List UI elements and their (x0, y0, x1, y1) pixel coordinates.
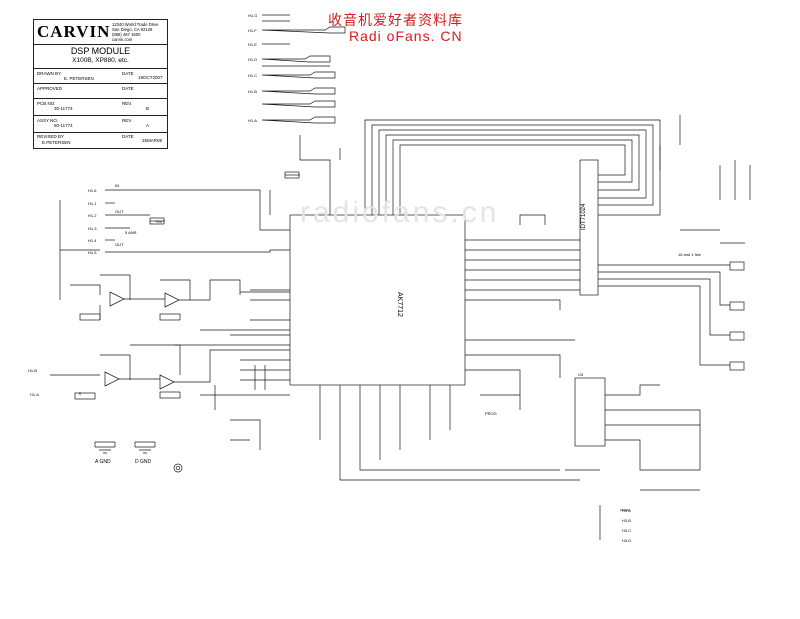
drawn-by-value: E. PETERSEN (64, 76, 94, 81)
drawing-title: DSP MODULE (70, 46, 131, 56)
header-label-6: H1.B (248, 89, 257, 94)
h1-2-label: H1.2 (88, 213, 97, 218)
data-bus-lines (465, 214, 580, 310)
in-label: IN (115, 183, 119, 188)
out-conn-b: H3.B (622, 518, 631, 523)
header-label-7: H1.A (248, 118, 257, 123)
out-conn-a: H3.A (622, 508, 631, 513)
assy-rev-value: A (146, 123, 150, 128)
dsp-ic-body (289, 214, 466, 386)
title-block: CARVIN 12340 World Trade Drive San Diego… (33, 19, 168, 149)
plus5v-label: +5V (155, 219, 163, 224)
header-label-4: H1.D (248, 57, 257, 62)
header-label-3: H1.E (248, 42, 257, 47)
agnd-label: A GND (95, 459, 111, 465)
out-conn-c: H3.C (622, 528, 631, 533)
sram-ic-label: IDT71024 (581, 203, 587, 230)
date-label: DATE (122, 86, 134, 91)
header-label-2: H1.F (248, 28, 257, 33)
address-line: carvin.com (112, 37, 133, 42)
bottom-bus-lines (319, 339, 580, 481)
dgnd-label: D GND (135, 459, 152, 465)
prog-label: PROG (485, 411, 497, 416)
watermark-chinese: 收音机爱好者资料库 (328, 12, 463, 28)
h1-5-label: H1.5 (88, 250, 97, 255)
h1-1-label: H1.1 (88, 201, 97, 206)
rev-label: REV. (122, 101, 133, 106)
five-v-label: 5 ANR (125, 230, 137, 235)
input-connector-lines (59, 189, 290, 300)
date-label: DATE (122, 134, 134, 139)
small-ic-label: U3 (578, 372, 584, 377)
ground-symbols (94, 441, 183, 473)
opamp-stage-1 (70, 274, 290, 331)
out-conn-d: H3.D (622, 538, 631, 543)
pcb-value: 30-11774 (54, 106, 73, 111)
h1-3-label: H1.3 (88, 226, 97, 231)
revised-date-value: 25MAR08 (142, 138, 163, 143)
bypass-caps (200, 289, 290, 450)
drawing-subtitle: X100B, XP880, etc. (72, 57, 129, 64)
assy-label: ASSY NO. (37, 118, 59, 123)
header-connector-lines (261, 14, 346, 215)
drawn-by-label: DRAWN BY (37, 71, 62, 76)
address-line: San Diego, CA 92128 (112, 27, 153, 32)
address-bus-lines (364, 119, 661, 216)
lower-right-network (565, 384, 701, 540)
faint-watermark: radiofans.cn (300, 196, 500, 229)
h1-6-label: H1.6 (88, 188, 97, 193)
note-label: 16 and 1 fixe (678, 252, 702, 257)
out-label-2: OUT (115, 242, 124, 247)
company-logo: CARVIN (37, 22, 111, 41)
approved-label: APPROVED (37, 86, 63, 91)
company-address: 12340 World Trade Drive San Diego, CA 92… (112, 22, 158, 42)
sram-ic-body (579, 159, 599, 296)
pcb-label: PCB NO. (37, 101, 56, 106)
header-label-5: H1.C (248, 73, 257, 78)
h1-4-label: H1.4 (88, 238, 97, 243)
out-label-1: OUT (115, 209, 124, 214)
right-connector-lines (598, 115, 751, 371)
pcb-rev-value: B (146, 106, 150, 111)
date-label: DATE (122, 71, 134, 76)
rev-label: REV. (122, 118, 133, 123)
date-value: 19OCT2007 (138, 75, 163, 80)
address-line: 12340 World Trade Drive (112, 22, 159, 27)
small-ic-body (574, 377, 606, 447)
opamp-stage-2 (50, 344, 290, 400)
watermark-latin: Radi oFans. CN (349, 28, 463, 44)
revised-by-value: E.PETERSEN (42, 140, 71, 145)
assy-value: 50-11774 (54, 123, 73, 128)
header-label-1: H1.G (248, 13, 257, 18)
revised-by-label: REVISED BY (37, 134, 65, 139)
hb-label: H1.B (28, 368, 37, 373)
address-line: (858) 487 1600 (112, 32, 141, 37)
ha-label: H1.A (30, 392, 39, 397)
dsp-ic-label: AK7712 (396, 292, 403, 317)
